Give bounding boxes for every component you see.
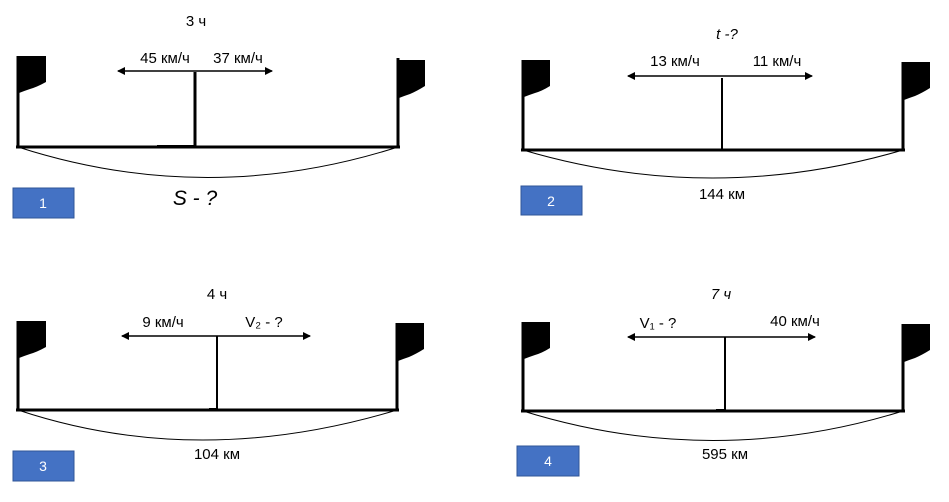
speed-left-label: 45 км/ч <box>140 50 190 67</box>
distance-label: 595 км <box>702 446 748 463</box>
number-badge <box>520 185 583 216</box>
time-label: 4 ч <box>207 286 227 303</box>
distance-label: 104 км <box>194 446 240 463</box>
time-label: t -? <box>716 26 738 43</box>
speed-right-label: 37 км/ч <box>213 50 263 67</box>
right-flag-icon <box>399 60 425 98</box>
time-label: 7 ч <box>711 286 732 303</box>
number-badge <box>12 450 75 482</box>
time-label: 3 ч <box>186 13 206 30</box>
distance-brace <box>522 410 904 441</box>
number-badge <box>516 445 580 477</box>
diagram-3: 4 ч 9 км/ч V₂ - ? 104 км 3 <box>12 286 424 482</box>
distance-brace <box>522 149 904 179</box>
distance-label: S - ? <box>173 187 218 210</box>
left-flag-icon <box>19 321 46 358</box>
speed-left-label: 9 км/ч <box>142 314 183 331</box>
distance-brace <box>17 409 398 441</box>
speed-left-label: 13 км/ч <box>650 53 700 70</box>
left-flag-icon <box>524 60 550 97</box>
diagram-1: 3 ч 45 км/ч 37 км/ч S - ? 1 <box>12 13 425 219</box>
distance-label: 144 км <box>699 186 745 203</box>
number-badge-label: 1 <box>39 195 47 211</box>
left-flag-icon <box>19 56 46 93</box>
left-flag-icon <box>524 322 550 359</box>
number-badge-label: 3 <box>39 458 47 474</box>
diagram-4: 7 ч V₁ - ? 40 км/ч 595 км 4 <box>516 286 930 477</box>
speed-right-label: V₂ - ? <box>245 314 283 331</box>
distance-brace <box>17 146 399 178</box>
number-badge-label: 2 <box>547 193 555 209</box>
diagram-2: t -? 13 км/ч 11 км/ч 144 км 2 <box>520 26 930 216</box>
right-flag-icon <box>904 324 930 362</box>
right-flag-icon <box>904 62 930 100</box>
speed-left-label: V₁ - ? <box>640 315 677 332</box>
number-badge-label: 4 <box>544 453 552 469</box>
speed-right-label: 40 км/ч <box>770 313 820 330</box>
right-flag-icon <box>398 323 424 361</box>
speed-right-label: 11 км/ч <box>753 53 802 70</box>
number-badge <box>12 187 75 219</box>
